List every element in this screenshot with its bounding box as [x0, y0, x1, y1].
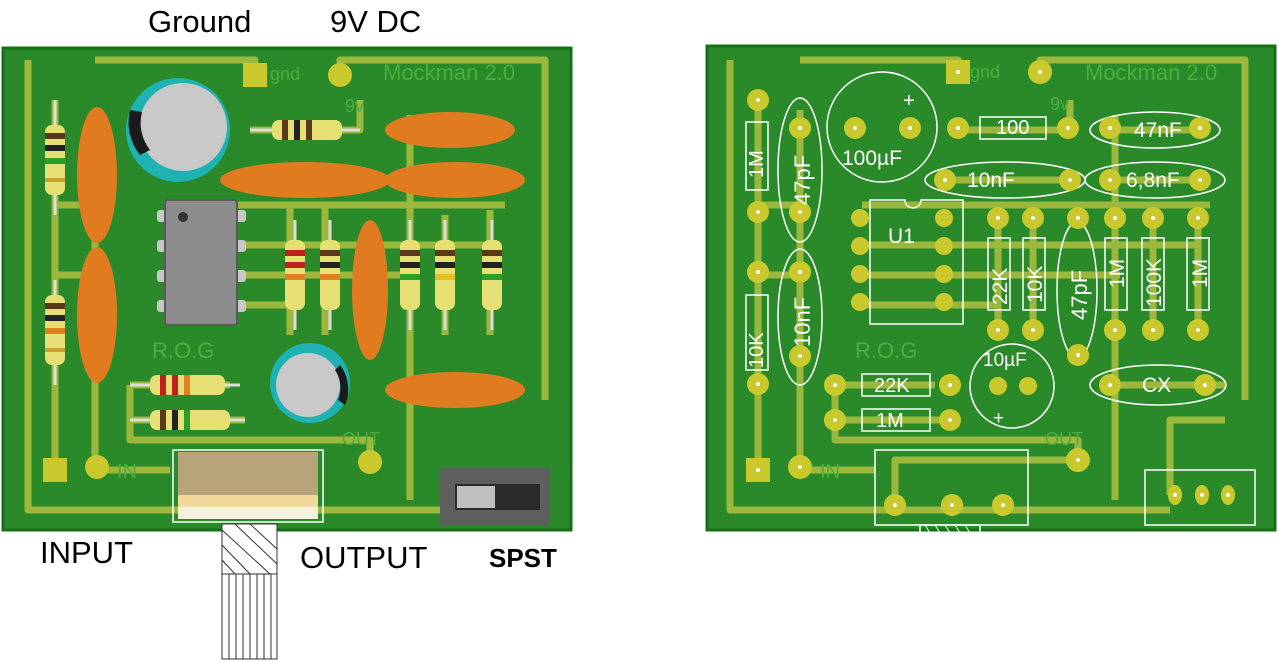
board-title-left: Mockman 2.0	[383, 60, 515, 85]
resistor-left-2	[45, 280, 65, 385]
left-board: Mockman 2.0 gnd 9v R.O.G IN OUT	[1, 46, 573, 660]
right-board: Mockman 2.0 gnd 9v R.O.G IN OUT	[705, 44, 1277, 534]
in-silk-right: IN	[820, 461, 840, 483]
rog-silk-left: R.O.G	[152, 338, 214, 363]
outline-47pf-left	[777, 97, 823, 243]
film-cap-10nf-left	[220, 162, 390, 198]
outline-1m-v2	[1186, 237, 1210, 311]
outline-100uf	[826, 71, 938, 183]
9v-silk-left: 9v	[345, 96, 364, 116]
outline-10k-left	[745, 294, 769, 371]
9v-dc-label: 9V DC	[330, 4, 422, 39]
outline-1m-left	[745, 121, 769, 191]
outline-22k-h	[861, 373, 931, 397]
output-label: OUTPUT	[300, 540, 428, 575]
label-10nf-left: 10nF	[790, 297, 815, 347]
outline-10k-v	[1022, 237, 1046, 311]
outline-switch	[1144, 469, 1256, 526]
outline-100k-v	[1141, 237, 1165, 311]
label-cx: CX	[1142, 374, 1171, 397]
label-100k-v: 100K	[1143, 258, 1166, 307]
pads-right	[746, 60, 1235, 516]
outline-1m-h	[861, 408, 931, 432]
label-u1: U1	[888, 225, 915, 248]
film-cap-left-1	[77, 107, 117, 243]
resistor-100-left	[250, 120, 360, 140]
outline-47nf	[1089, 111, 1221, 149]
component-labels-right: 1M 10K 47pF 10nF + 100µF 100 47nF 6,8nF …	[746, 90, 1212, 432]
electrolytic-100uf	[126, 78, 230, 182]
film-cap-6n8-left	[385, 162, 525, 198]
label-22k-v: 22K	[989, 268, 1012, 305]
resistor-100k-left	[435, 220, 455, 330]
outline-cx	[1089, 364, 1227, 406]
label-100uf-plus: +	[903, 90, 915, 112]
rog-silk-right: R.O.G	[855, 338, 917, 363]
label-100: 100	[996, 117, 1029, 139]
outline-22k-v	[987, 237, 1011, 311]
film-cap-left-2	[77, 247, 117, 383]
input-label: INPUT	[40, 535, 133, 570]
label-10uf-plus: +	[993, 408, 1004, 429]
component-outlines-right	[745, 71, 1256, 534]
gnd-silk-left: gnd	[270, 64, 300, 84]
label-1m-v2: 1M	[1189, 259, 1212, 288]
resistor-22k-left	[285, 220, 305, 330]
label-100uf: 100µF	[842, 147, 902, 170]
film-cap-47pf-left	[352, 220, 388, 360]
gnd-silk-right: gnd	[970, 62, 1000, 82]
outline-u1	[869, 199, 964, 325]
pot-shaft-hatch	[924, 524, 971, 534]
outline-1m-v	[1104, 237, 1128, 311]
label-10nf: 10nF	[967, 169, 1015, 192]
ic-chip-left	[157, 199, 246, 326]
label-1m-left: 1M	[746, 150, 768, 178]
electrolytic-10uf	[270, 343, 350, 423]
resistor-left-1	[45, 100, 65, 215]
resistor-1m-left-2	[482, 220, 502, 330]
9v-silk-right: 9v	[1050, 94, 1069, 114]
label-47nf: 47nF	[1134, 119, 1182, 142]
label-1m-h: 1M	[876, 410, 904, 432]
label-10k-left: 10K	[746, 332, 768, 368]
pads-left	[43, 63, 382, 482]
label-10k-v: 10K	[1024, 266, 1047, 303]
pad-holes-right	[756, 70, 1230, 507]
board-title-right: Mockman 2.0	[1085, 60, 1217, 85]
resistor-1m-bottom-left	[130, 410, 245, 430]
label-22k-h: 22K	[874, 375, 910, 397]
in-silk-left: IN	[117, 461, 137, 483]
spst-switch-left	[440, 468, 550, 526]
outline-10nf-left	[777, 248, 823, 386]
outline-100	[979, 116, 1047, 140]
outline-10uf	[969, 343, 1055, 429]
out-silk-right: OUT	[1045, 429, 1083, 449]
label-10uf: 10µF	[983, 350, 1027, 371]
ground-label: Ground	[148, 4, 252, 39]
label-47pf-right: 47pF	[1067, 270, 1092, 320]
resistor-1m-left	[400, 220, 420, 330]
resistor-10k-left	[320, 220, 340, 330]
outline-6n8	[1084, 161, 1226, 199]
resistor-22k-bottom-left	[130, 375, 240, 395]
out-silk-left: OUT	[342, 429, 380, 449]
label-1m-v: 1M	[1106, 259, 1129, 288]
potentiometer-left	[172, 449, 324, 660]
film-cap-cx-left	[385, 372, 525, 408]
label-6n8f: 6,8nF	[1126, 169, 1180, 192]
label-47pf-left: 47pF	[790, 155, 815, 205]
film-cap-47nf-left	[385, 112, 515, 148]
spst-label: SPST	[489, 543, 557, 573]
